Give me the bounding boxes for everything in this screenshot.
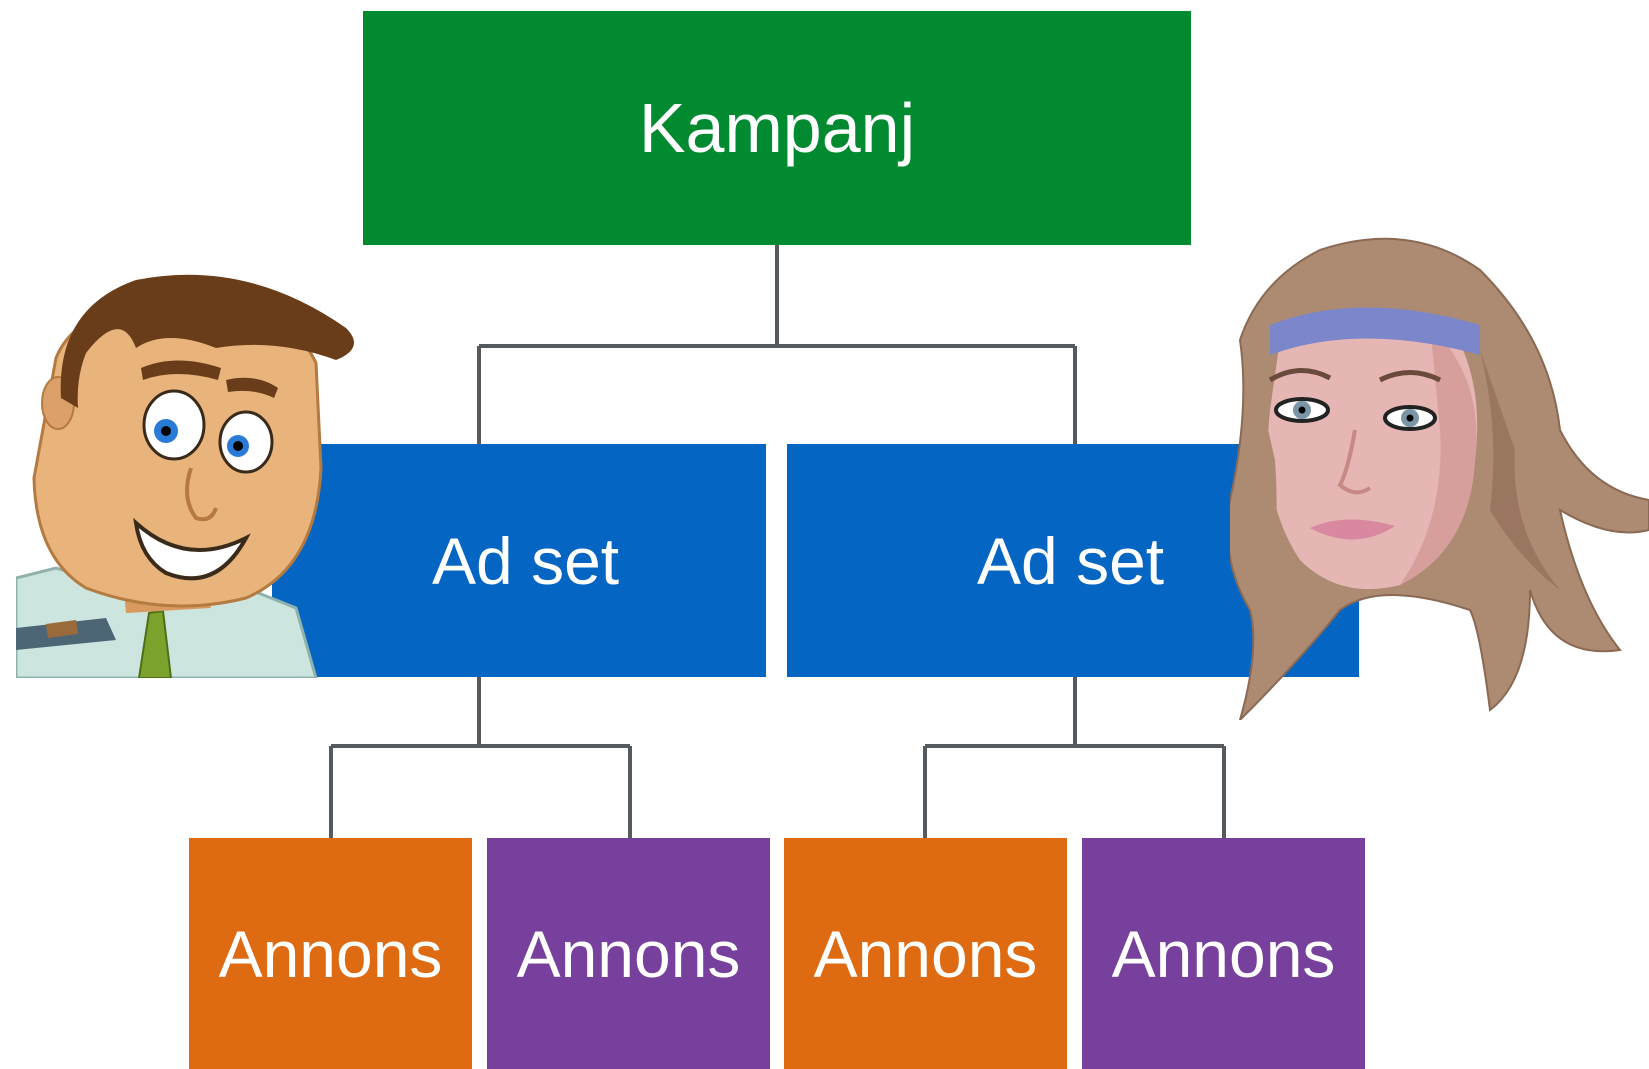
ad-label: Annons [813, 916, 1038, 991]
ad-set-label: Ad set [977, 523, 1165, 598]
woman-face-avatar [1230, 237, 1649, 720]
ad-set-label: Ad set [432, 523, 620, 598]
connector-campaign-to-adsets [477, 245, 1077, 444]
connector-adset1-to-ads [329, 677, 632, 838]
ad-set-box-1: Ad set [272, 444, 766, 677]
cartoon-man-avatar [16, 274, 355, 678]
ad-label: Annons [218, 916, 443, 991]
connector-adset2-to-ads [923, 677, 1226, 838]
ad-label: Annons [1111, 916, 1336, 991]
ad-box-3: Annons [784, 838, 1067, 1069]
ad-label: Annons [516, 916, 741, 991]
campaign-box: Kampanj [363, 11, 1191, 245]
ad-box-1: Annons [189, 838, 472, 1069]
ad-box-4: Annons [1082, 838, 1365, 1069]
ad-box-2: Annons [487, 838, 770, 1069]
campaign-label: Kampanj [638, 89, 916, 167]
